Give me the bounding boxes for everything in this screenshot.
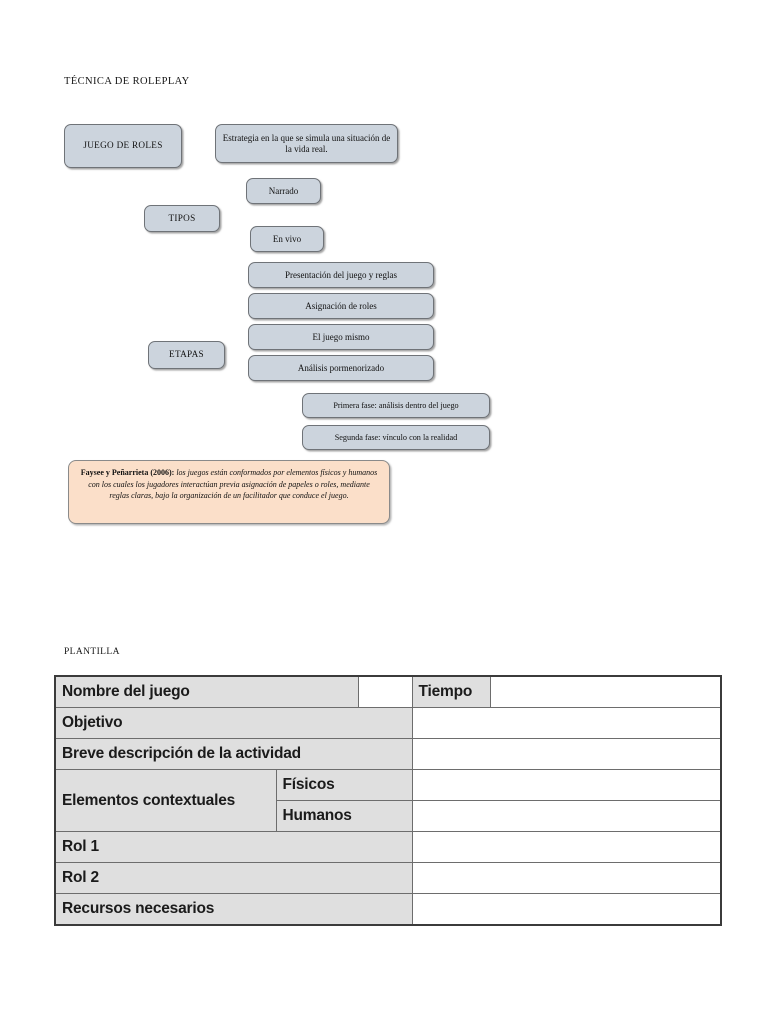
citation-author: Faysee y Peñarrieta (2006): (80, 468, 175, 477)
diagram-node-juego-mismo: El juego mismo (248, 324, 434, 350)
diagram-node-etapas: ETAPAS (148, 341, 225, 369)
table-cell-label-rol-2: Rol 2 (53, 862, 413, 894)
table-row: Nombre del juego Tiempo (53, 675, 723, 708)
table-cell-value-humanos[interactable] (411, 800, 723, 832)
diagram-node-narrado: Narrado (246, 178, 321, 204)
table-cell-value-breve-descripcion[interactable] (411, 738, 723, 770)
diagram-node-analisis: Análisis pormenorizado (248, 355, 434, 381)
roleplay-diagram: JUEGO DE ROLES Estrategia en la que se s… (64, 124, 490, 524)
diagram-node-label: Asignación de roles (305, 300, 377, 311)
table-cell-label-recursos-necesarios: Recursos necesarios (53, 893, 413, 926)
table-cell-value-rol-1[interactable] (411, 831, 723, 863)
diagram-node-label: Narrado (268, 185, 299, 196)
table-cell-value-nombre-del-juego[interactable] (357, 675, 413, 708)
table-cell-label-tiempo: Tiempo (411, 675, 491, 708)
diagram-node-en-vivo: En vivo (250, 226, 324, 252)
diagram-node-asignacion: Asignación de roles (248, 293, 434, 319)
diagram-node-segunda-fase: Segunda fase: vínculo con la realidad (302, 425, 490, 450)
table-cell-label-objetivo: Objetivo (53, 707, 413, 739)
plantilla-table: Nombre del juego Tiempo Objetivo Breve d… (53, 675, 723, 926)
diagram-node-label: ETAPAS (169, 349, 204, 360)
diagram-node-label: JUEGO DE ROLES (83, 140, 163, 151)
table-cell-label-breve-descripcion: Breve descripción de la actividad (53, 738, 413, 770)
table-row: Breve descripción de la actividad (53, 738, 723, 770)
diagram-node-label: Segunda fase: vínculo con la realidad (334, 432, 458, 442)
diagram-node-label: El juego mismo (312, 331, 370, 342)
table-row: Objetivo (53, 707, 723, 739)
diagram-node-label: Estrategia en la que se simula una situa… (222, 132, 391, 154)
diagram-node-presentacion: Presentación del juego y reglas (248, 262, 434, 288)
citation-box: Faysee y Peñarrieta (2006): los juegos e… (68, 460, 390, 524)
diagram-node-label: Análisis pormenorizado (297, 362, 385, 373)
table-row: Recursos necesarios (53, 893, 723, 926)
page-title-plantilla: PLANTILLA (64, 647, 120, 657)
table-row: Rol 2 (53, 862, 723, 894)
table-cell-label-rol-1: Rol 1 (53, 831, 413, 863)
diagram-node-primera-fase: Primera fase: análisis dentro del juego (302, 393, 490, 418)
table-cell-sublabel-fisicos: Físicos (275, 769, 413, 801)
table-cell-sublabel-humanos: Humanos (275, 800, 413, 832)
citation-text: los juegos están conformados por element… (88, 468, 378, 501)
table-cell-value-objetivo[interactable] (411, 707, 723, 739)
diagram-node-label: Primera fase: análisis dentro del juego (333, 400, 459, 410)
table-cell-label-nombre-del-juego: Nombre del juego (53, 675, 359, 708)
diagram-node-tipos: TIPOS (144, 205, 220, 232)
table-cell-value-rol-2[interactable] (411, 862, 723, 894)
table-cell-value-fisicos[interactable] (411, 769, 723, 801)
table-row: Elementos contextuales Físicos (54, 769, 723, 832)
diagram-node-label: Presentación del juego y reglas (285, 269, 397, 280)
diagram-node-definicion: Estrategia en la que se simula una situa… (215, 124, 398, 163)
table-cell-label-elementos-contextuales: Elementos contextuales (54, 769, 277, 832)
table-cell-value-tiempo[interactable] (489, 675, 723, 708)
diagram-node-juego-de-roles: JUEGO DE ROLES (64, 124, 182, 168)
diagram-node-label: En vivo (272, 233, 302, 244)
table-row: Rol 1 (53, 831, 723, 863)
table-cell-value-recursos-necesarios[interactable] (411, 893, 723, 926)
page-title-roleplay: TÉCNICA DE ROLEPLAY (64, 76, 190, 87)
diagram-node-label: TIPOS (168, 212, 196, 223)
